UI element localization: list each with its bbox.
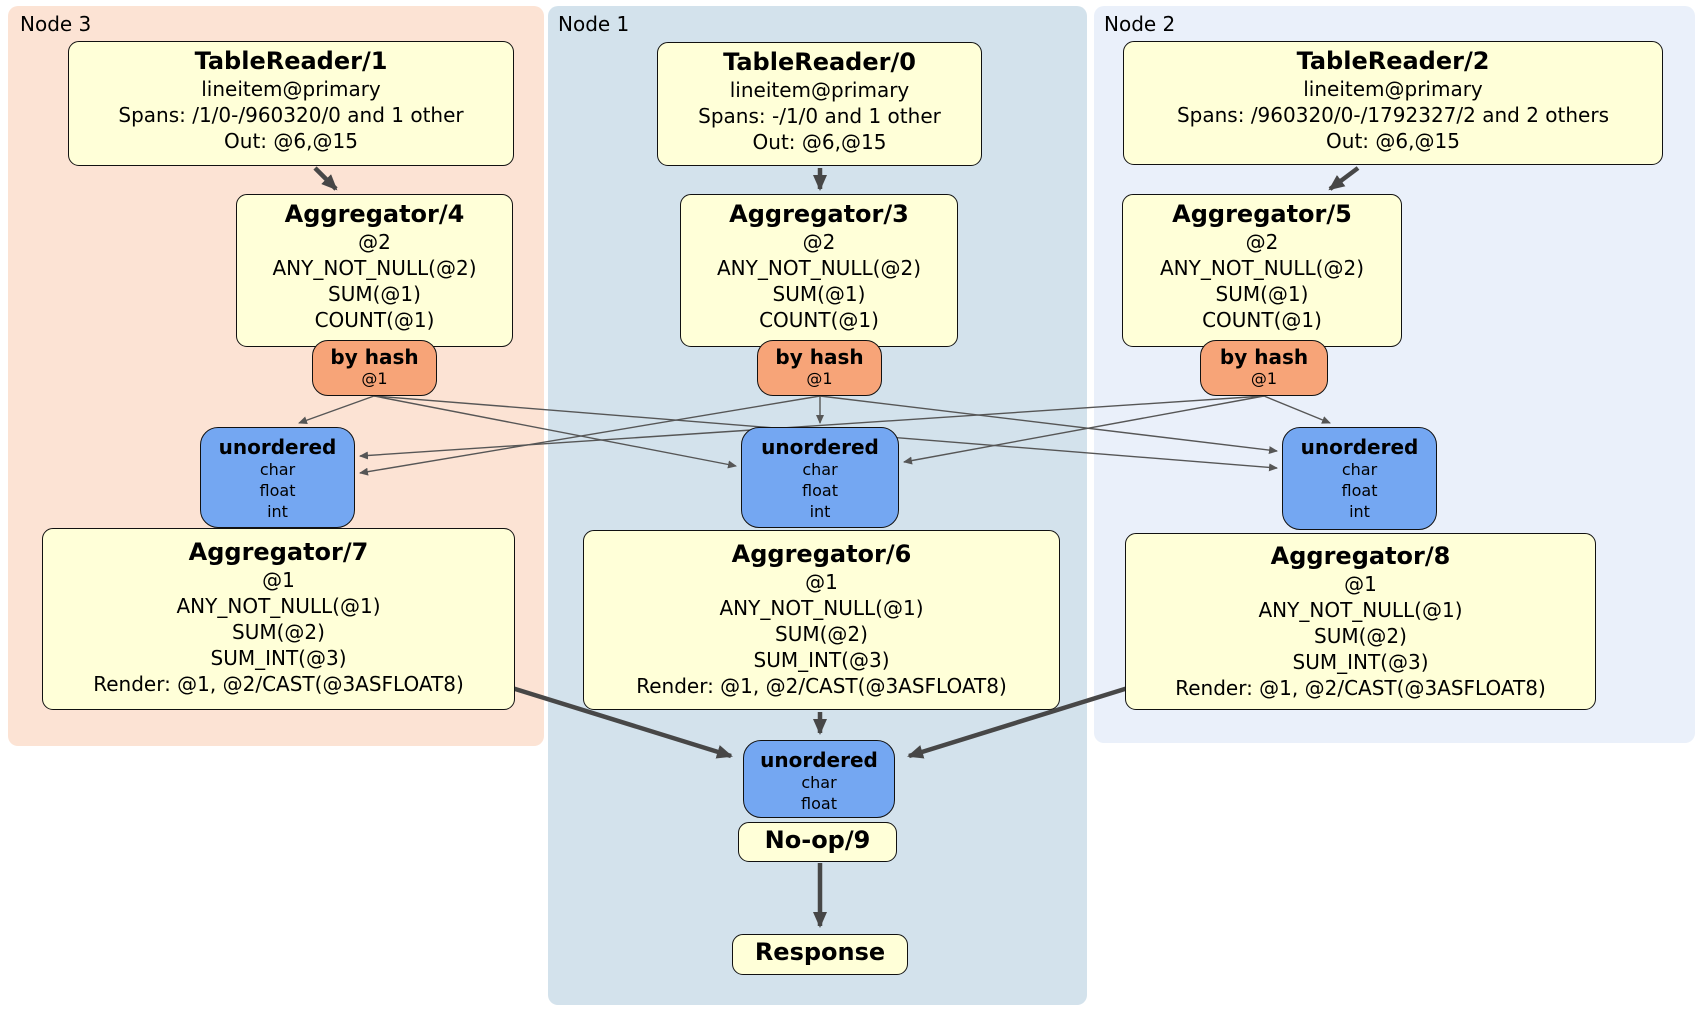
sync-detail: float — [259, 481, 296, 500]
processor-title: Aggregator/3 — [729, 200, 909, 228]
sync-detail: int — [267, 502, 288, 521]
sync-detail: float — [1341, 481, 1378, 500]
aggregator-3-box: Aggregator/3 @2 ANY_NOT_NULL(@2) SUM(@1)… — [680, 194, 958, 347]
router-title: by hash — [1219, 345, 1309, 369]
node2-label: Node 2 — [1104, 12, 1176, 36]
sync-detail: char — [801, 773, 837, 792]
tablereader-2-box: TableReader/2 lineitem@primary Spans: /9… — [1123, 41, 1663, 165]
aggregator-7-box: Aggregator/7 @1 ANY_NOT_NULL(@1) SUM(@2)… — [42, 528, 515, 710]
processor-detail: SUM(@2) — [775, 622, 868, 646]
node1-label: Node 1 — [558, 12, 630, 36]
processor-detail: Spans: /960320/0-/1792327/2 and 2 others — [1176, 103, 1609, 127]
sync-detail: char — [259, 460, 296, 479]
unordered-sync-node3: unordered char float int — [200, 427, 355, 528]
hash-router-3: by hash @1 — [757, 340, 882, 396]
router-title: by hash — [775, 345, 864, 369]
sync-detail: int — [809, 502, 831, 521]
processor-title: TableReader/1 — [194, 47, 388, 75]
processor-detail: SUM(@1) — [328, 282, 421, 306]
processor-detail: SUM_INT(@3) — [1292, 650, 1429, 674]
node3-label: Node 3 — [20, 12, 92, 36]
aggregator-6-box: Aggregator/6 @1 ANY_NOT_NULL(@1) SUM(@2)… — [583, 530, 1060, 710]
tablereader-1-box: TableReader/1 lineitem@primary Spans: /1… — [68, 41, 514, 166]
processor-detail: @1 — [262, 568, 295, 592]
processor-detail: ANY_NOT_NULL(@1) — [1258, 598, 1463, 622]
unordered-sync-final: unordered char float — [743, 740, 895, 818]
processor-title: Response — [754, 938, 886, 966]
processor-title: Aggregator/7 — [188, 538, 369, 566]
noop-9-box: No-op/9 — [738, 822, 897, 862]
processor-title: Aggregator/6 — [731, 540, 912, 568]
processor-detail: @2 — [358, 230, 391, 254]
processor-detail: ANY_NOT_NULL(@1) — [719, 596, 924, 620]
flow-edges — [313, 166, 1360, 928]
processor-detail: Out: @6,@15 — [752, 130, 887, 154]
processor-detail: @2 — [802, 230, 836, 254]
sync-detail: char — [1341, 460, 1378, 479]
router-title: by hash — [330, 345, 419, 369]
aggregator-8-box: Aggregator/8 @1 ANY_NOT_NULL(@1) SUM(@2)… — [1125, 533, 1596, 710]
processor-detail: Render: @1, @2/CAST(@3ASFLOAT8) — [636, 674, 1007, 698]
processor-detail: ANY_NOT_NULL(@2) — [717, 256, 921, 280]
processor-detail: SUM(@2) — [1314, 624, 1407, 648]
processor-detail: SUM_INT(@3) — [753, 648, 890, 672]
router-detail: @1 — [806, 369, 833, 388]
hash-router-5: by hash @1 — [1200, 340, 1328, 396]
processor-detail: @1 — [805, 570, 838, 594]
processor-detail: ANY_NOT_NULL(@2) — [1160, 256, 1364, 280]
sync-title: unordered — [218, 435, 337, 459]
processor-title: Aggregator/8 — [1270, 542, 1451, 570]
processor-detail: SUM(@1) — [772, 282, 866, 306]
processor-detail: @1 — [1344, 572, 1377, 596]
processor-detail: Spans: /1/0-/960320/0 and 1 other — [118, 103, 464, 127]
processor-title: Aggregator/5 — [1172, 200, 1352, 228]
processor-detail: COUNT(@1) — [759, 308, 879, 332]
tablereader-0-box: TableReader/0 lineitem@primary Spans: -/… — [657, 42, 982, 166]
sync-detail: char — [802, 460, 838, 479]
processor-detail: ANY_NOT_NULL(@2) — [272, 256, 477, 280]
processor-detail: SUM(@1) — [1215, 282, 1309, 306]
processor-title: TableReader/0 — [723, 48, 916, 76]
processor-detail: SUM(@2) — [232, 620, 325, 644]
processor-title: TableReader/2 — [1296, 47, 1490, 75]
processor-title: Aggregator/4 — [284, 200, 465, 228]
sync-detail: float — [802, 481, 838, 500]
aggregator-4-box: Aggregator/4 @2 ANY_NOT_NULL(@2) SUM(@1)… — [236, 194, 513, 347]
processor-detail: ANY_NOT_NULL(@1) — [176, 594, 381, 618]
unordered-sync-node1: unordered char float int — [741, 427, 899, 528]
processor-detail: lineitem@primary — [729, 78, 910, 102]
hash-router-4: by hash @1 — [312, 340, 437, 396]
aggregator-5-box: Aggregator/5 @2 ANY_NOT_NULL(@2) SUM(@1)… — [1122, 194, 1402, 347]
processor-detail: lineitem@primary — [1303, 77, 1483, 101]
processor-detail: Render: @1, @2/CAST(@3ASFLOAT8) — [1175, 676, 1546, 700]
processor-detail: lineitem@primary — [201, 77, 381, 101]
sync-title: unordered — [761, 435, 879, 459]
sync-title: unordered — [1300, 435, 1419, 459]
processor-detail: COUNT(@1) — [314, 308, 435, 332]
sync-detail: int — [1349, 502, 1370, 521]
processor-detail: COUNT(@1) — [1202, 308, 1322, 332]
router-detail: @1 — [1250, 369, 1278, 388]
processor-title: No-op/9 — [764, 826, 871, 854]
sync-detail: float — [801, 794, 837, 813]
processor-detail: Out: @6,@15 — [1326, 129, 1460, 153]
unordered-sync-node2: unordered char float int — [1282, 427, 1437, 530]
processor-detail: SUM_INT(@3) — [210, 646, 347, 670]
processor-detail: Spans: -/1/0 and 1 other — [698, 104, 941, 128]
processor-detail: Render: @1, @2/CAST(@3ASFLOAT8) — [93, 672, 464, 696]
processor-detail: @2 — [1245, 230, 1279, 254]
response-box: Response — [732, 934, 908, 975]
router-detail: @1 — [361, 369, 388, 388]
processor-detail: Out: @6,@15 — [224, 129, 358, 153]
sync-title: unordered — [760, 748, 878, 772]
